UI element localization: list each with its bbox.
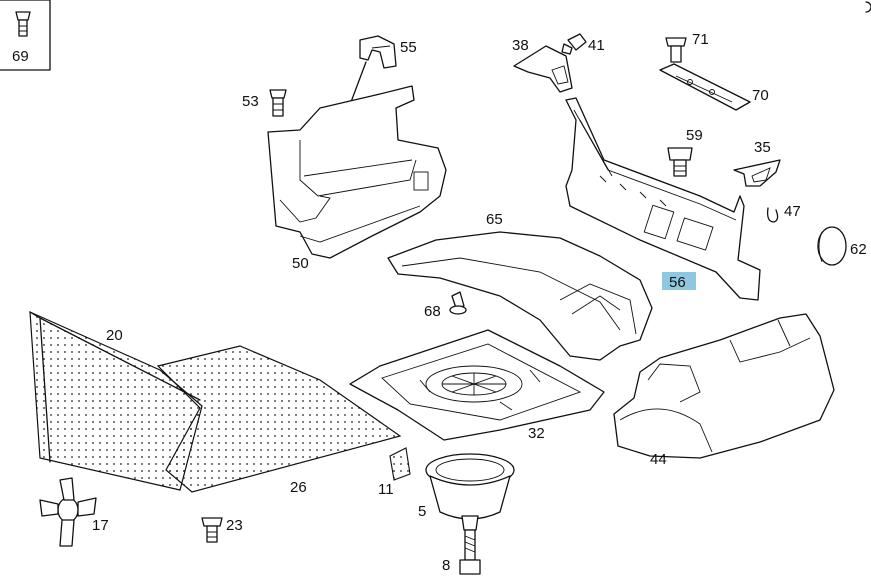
part-number-47[interactable]: 47 — [784, 203, 801, 220]
part-number-35[interactable]: 35 — [754, 139, 771, 156]
part-number-41[interactable]: 41 — [588, 37, 605, 54]
corner-mark-icon — [865, 1, 871, 13]
part-41-drawing — [561, 33, 587, 55]
part-number-20[interactable]: 20 — [106, 327, 123, 344]
part-8-drawing — [459, 529, 481, 575]
part-number-55[interactable]: 55 — [400, 39, 417, 56]
highlight-56 — [662, 272, 696, 290]
part-number-71[interactable]: 71 — [692, 31, 709, 48]
inset-box-69 — [0, 0, 51, 71]
part-47-drawing — [766, 207, 779, 223]
part-50-drawing — [267, 85, 447, 259]
part-35-drawing — [733, 159, 781, 187]
part-number-11[interactable]: 11 — [378, 481, 394, 498]
part-23-drawing — [201, 517, 223, 543]
part-number-68[interactable]: 68 — [424, 303, 441, 320]
part-55-drawing — [359, 35, 397, 69]
part-number-59[interactable]: 59 — [686, 127, 703, 144]
part-68-drawing — [449, 291, 467, 315]
part-number-50[interactable]: 50 — [292, 255, 309, 272]
part-56-drawing — [565, 97, 761, 301]
part-44-drawing — [613, 313, 835, 459]
part-number-70[interactable]: 70 — [752, 87, 769, 104]
part-11-drawing — [389, 447, 411, 481]
part-number-38[interactable]: 38 — [512, 37, 529, 54]
part-32-drawing — [349, 329, 605, 441]
part-62-drawing — [817, 226, 847, 266]
part-53-drawing — [269, 89, 287, 117]
part-70-drawing — [659, 63, 751, 111]
part-number-5[interactable]: 5 — [418, 503, 426, 520]
part-number-8[interactable]: 8 — [442, 557, 450, 574]
part-number-62[interactable]: 62 — [850, 241, 867, 258]
part-17-drawing — [39, 477, 97, 547]
part-number-53[interactable]: 53 — [242, 93, 259, 110]
part-65-drawing — [387, 231, 653, 361]
part-number-44[interactable]: 44 — [650, 451, 667, 468]
part-number-56[interactable]: 56 — [669, 274, 686, 291]
part-59-drawing — [667, 147, 693, 177]
part-number-26[interactable]: 26 — [290, 479, 307, 496]
clip-69-drawing — [15, 11, 31, 37]
part-number-23[interactable]: 23 — [226, 517, 243, 534]
part-5-drawing — [425, 453, 515, 531]
part-number-32[interactable]: 32 — [528, 425, 545, 442]
part-71-drawing — [665, 37, 687, 63]
part-26-drawing — [156, 345, 402, 493]
part-number-17[interactable]: 17 — [92, 517, 109, 534]
part-38-drawing — [513, 45, 573, 93]
part-number-69[interactable]: 69 — [12, 48, 29, 65]
part-number-65[interactable]: 65 — [486, 211, 503, 228]
